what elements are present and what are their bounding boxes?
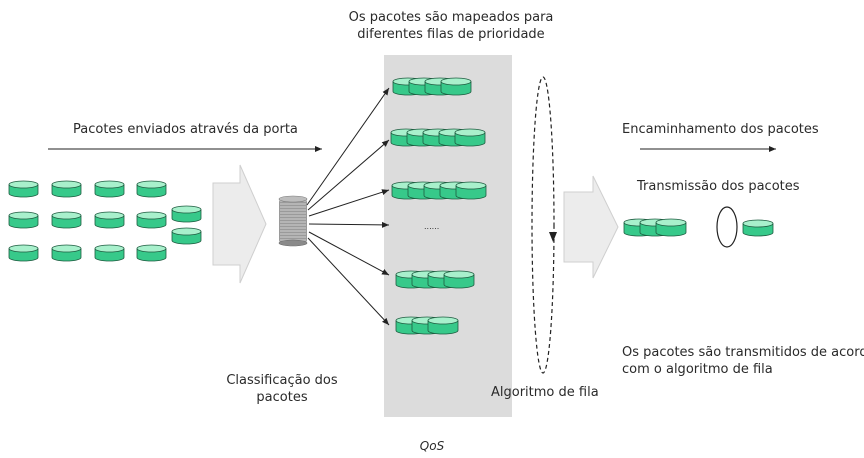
incoming-packet <box>51 180 82 198</box>
ellipsis-label: ...... <box>424 222 440 231</box>
figure-caption: QoS <box>419 439 445 453</box>
queues-mapped-line1: Os pacotes são mapeados para <box>348 10 554 25</box>
queue-packet <box>455 181 487 200</box>
output-packet <box>655 218 687 237</box>
queues-mapped-label: Os pacotes são mapeados para diferentes … <box>340 9 562 43</box>
classification-label: Classificação dos pacotes <box>222 372 342 406</box>
output-block-arrow <box>563 175 619 279</box>
incoming-packet <box>136 180 167 198</box>
queue-packet <box>440 77 472 96</box>
scheduler-arrowhead <box>549 232 557 242</box>
queue-panel <box>384 55 512 417</box>
classification-line1: Classificação dos <box>226 373 338 388</box>
incoming-packet <box>8 180 39 198</box>
transmitted-packet <box>742 219 774 237</box>
transmission-label: Transmissão dos pacotes <box>637 179 800 194</box>
incoming-packet <box>171 227 202 245</box>
queue-packet <box>427 316 459 335</box>
incoming-packets <box>8 180 202 262</box>
incoming-packet <box>171 205 202 223</box>
forwarding-label: Encaminhamento dos pacotes <box>622 122 819 137</box>
packets-sent-label: Pacotes enviados através da porta <box>73 122 298 137</box>
incoming-packet <box>136 211 167 229</box>
scheduler-ellipse <box>531 76 555 374</box>
incoming-packet <box>94 244 125 262</box>
transmitted-line2: com o algoritmo de fila <box>622 362 773 377</box>
queue-packets <box>390 77 487 335</box>
classifier-disk <box>278 195 308 247</box>
incoming-packet <box>136 244 167 262</box>
incoming-packet <box>94 180 125 198</box>
incoming-packet <box>51 244 82 262</box>
queue-packet <box>454 128 486 147</box>
queues-mapped-line2: diferentes filas de prioridade <box>357 27 545 42</box>
transmitted-label: Os pacotes são transmitidos de acordo co… <box>622 344 864 378</box>
incoming-packet <box>51 211 82 229</box>
transmitted-line1: Os pacotes são transmitidos de acordo <box>622 345 864 360</box>
incoming-packet <box>8 211 39 229</box>
output-packets <box>623 218 774 237</box>
input-block-arrow <box>212 164 267 284</box>
incoming-packet <box>8 244 39 262</box>
queue-packet <box>443 270 475 289</box>
queue-algorithm-label: Algoritmo de fila <box>491 385 599 400</box>
transmission-ring <box>716 206 738 248</box>
incoming-packet <box>94 211 125 229</box>
classification-line2: pacotes <box>256 390 308 405</box>
fan-arrows <box>306 87 390 326</box>
